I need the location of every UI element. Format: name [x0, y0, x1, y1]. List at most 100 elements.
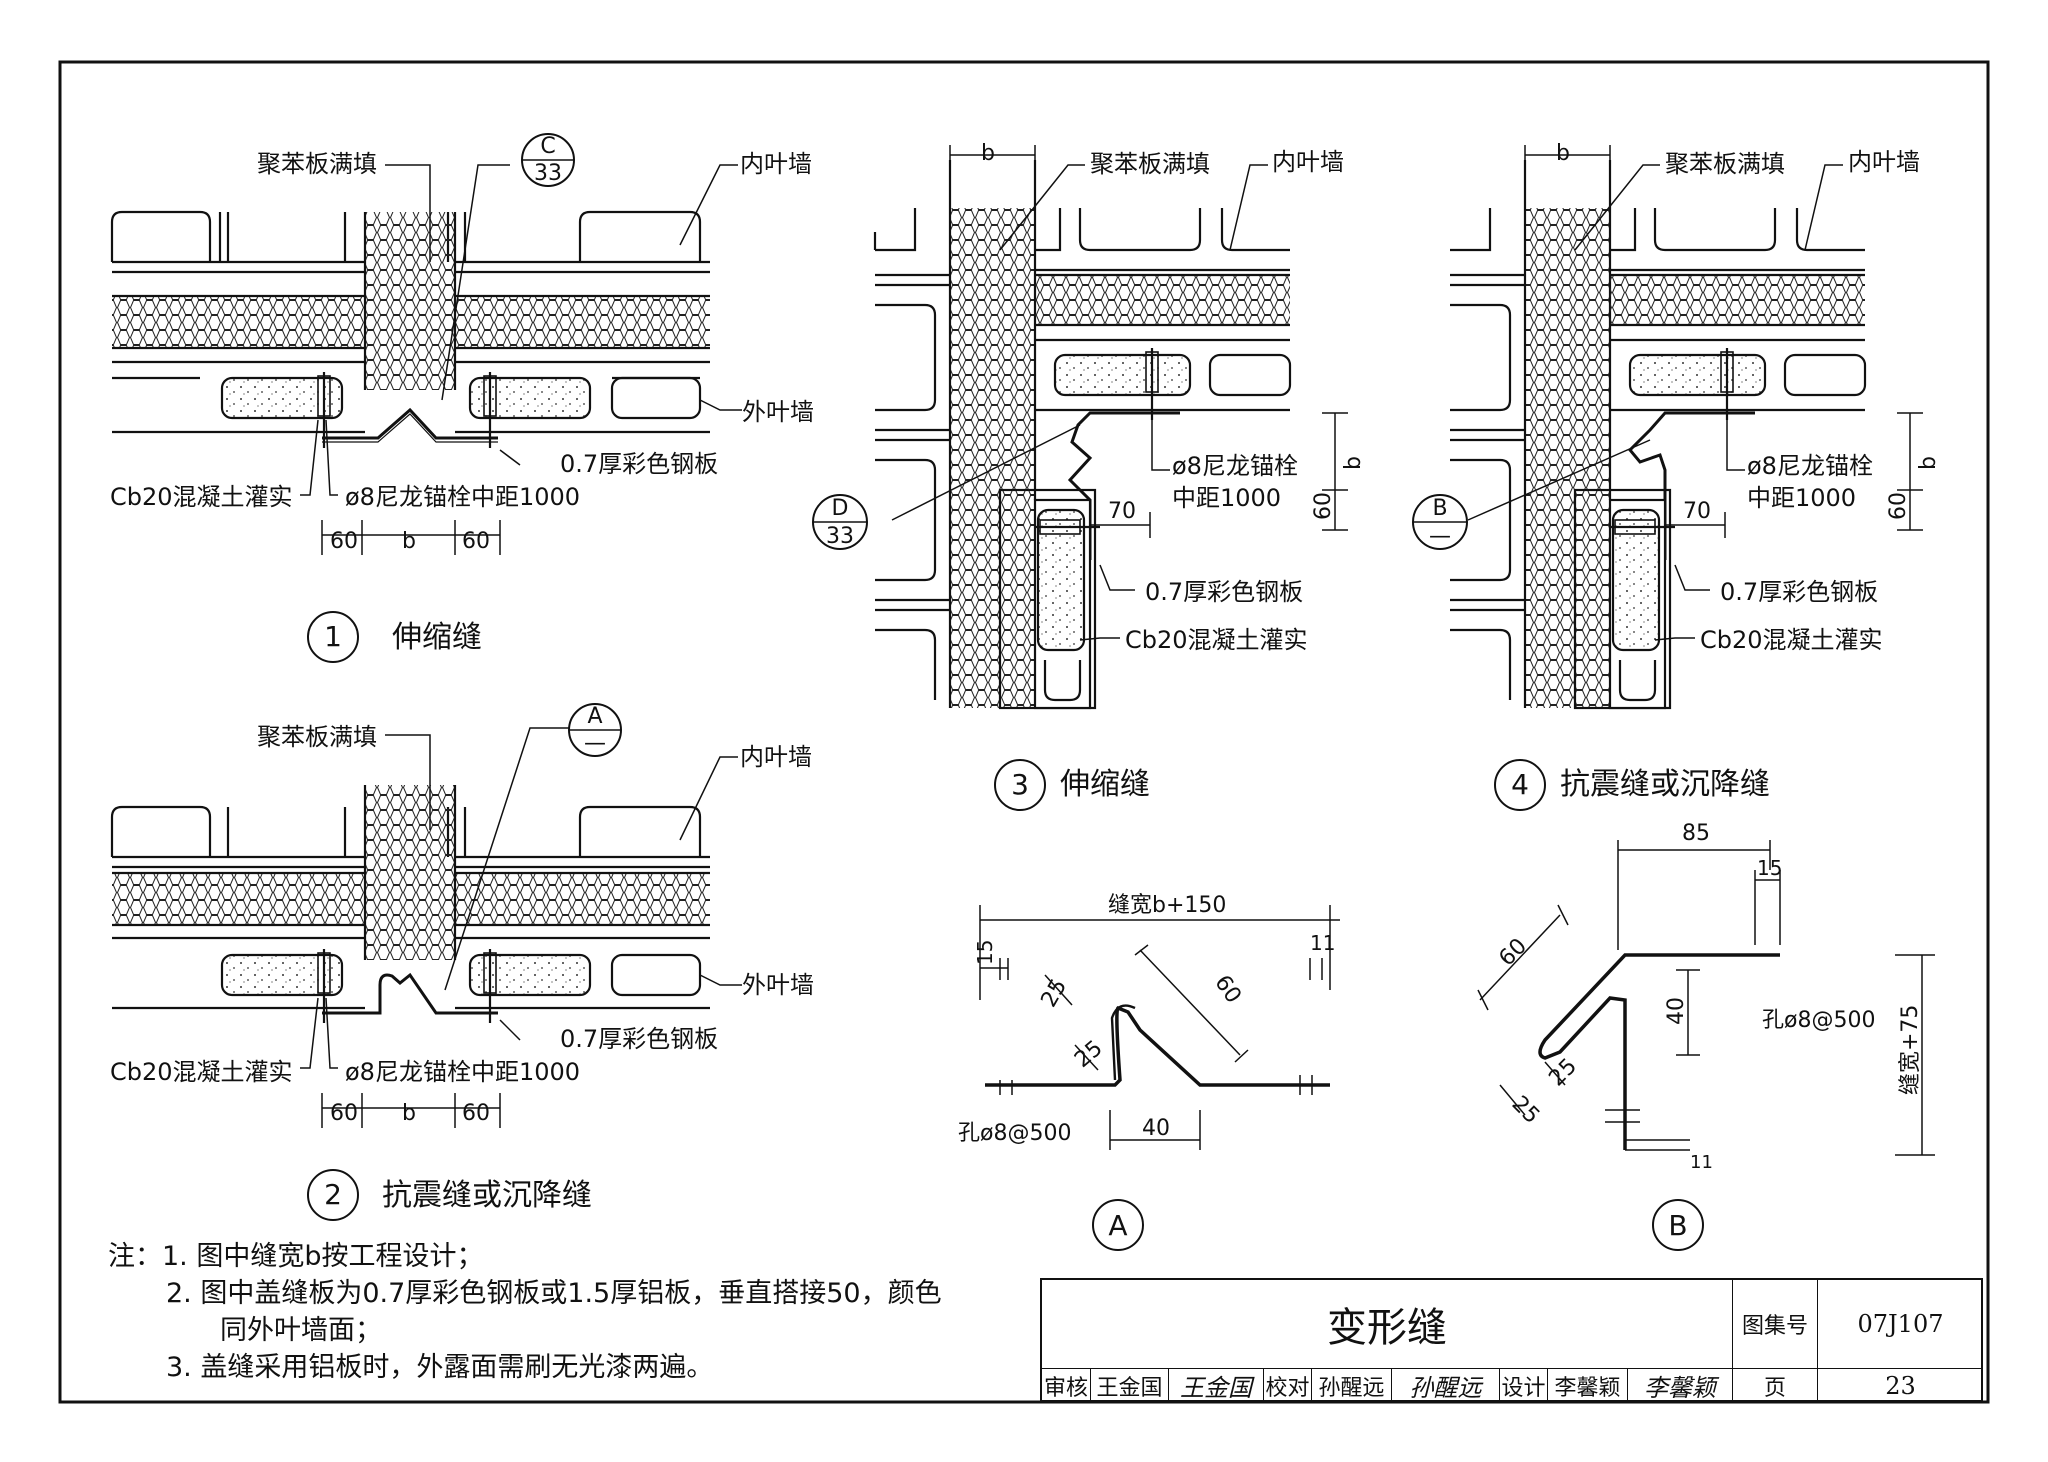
label-spacing-4: 中距1000: [1747, 484, 1856, 512]
profile-b-40: 40: [1664, 997, 1689, 1025]
profile-a-25-bottom: 25: [1070, 1036, 1108, 1073]
label-anchor-2: ø8尼龙锚栓中距1000: [345, 1058, 580, 1086]
detail-2-number: 2: [324, 1178, 342, 1211]
profile-a-label: A: [1108, 1209, 1127, 1242]
label-eps-3: 聚苯板满填: [1090, 150, 1210, 178]
label-concrete-1: Cb20混凝土灌实: [110, 483, 293, 511]
profile-b-height: 缝宽+75: [1898, 1005, 1923, 1095]
label-steel-2: 0.7厚彩色钢板: [560, 1025, 718, 1053]
label-steel-3: 0.7厚彩色钢板: [1145, 578, 1303, 606]
profile-a-15: 15: [973, 940, 997, 965]
ref-c-bottom: 33: [534, 161, 562, 186]
dim-70-4: 70: [1683, 499, 1711, 524]
detail-3-title: 伸缩缝: [1060, 767, 1150, 802]
dim-b-2: b: [402, 1101, 416, 1126]
detail-4-circle: [1494, 759, 1546, 811]
profile-b-25-top: 25: [1544, 1054, 1581, 1091]
dim-60-side-4: 60: [1886, 492, 1911, 520]
label-concrete-4: Cb20混凝土灌实: [1700, 626, 1883, 654]
note-2: 2. 图中盖缝板为0.7厚彩色钢板或1.5厚铝板，垂直搭接50，颜色: [166, 1278, 942, 1309]
dim-60-left-2: 60: [330, 1101, 358, 1126]
detail-1-number: 1: [324, 620, 342, 653]
ref-b-top: B: [1432, 496, 1447, 521]
ref-b-bottom: —: [1429, 524, 1451, 549]
review-label: 审核: [1042, 1368, 1090, 1402]
notes: 注：1. 图中缝宽b按工程设计； 2. 图中盖缝板为0.7厚彩色钢板或1.5厚铝…: [108, 1238, 942, 1386]
detail-2-drawing: [110, 703, 742, 1128]
profile-a-drawing: [979, 905, 1340, 1150]
dim-60-side-3: 60: [1311, 492, 1336, 520]
design-label: 设计: [1499, 1368, 1547, 1402]
label-anchor-4: ø8尼龙锚栓: [1747, 452, 1873, 480]
label-spacing-3: 中距1000: [1172, 484, 1281, 512]
note-1: 注：1. 图中缝宽b按工程设计；: [108, 1241, 484, 1272]
label-steel-1: 0.7厚彩色钢板: [560, 450, 718, 478]
label-eps-2: 聚苯板满填: [257, 723, 377, 751]
profile-a-40: 40: [1142, 1116, 1170, 1141]
note-2-cont: 同外叶墙面；: [220, 1315, 382, 1346]
dim-60-left-1: 60: [330, 529, 358, 554]
profile-a-width: 缝宽b+150: [1108, 893, 1226, 918]
sheet-frame: [58, 60, 1990, 1404]
title-block: 变形缝 图集号 07J107 审核 王金国 王金国 校对 孙醒远 孙醒远 设计 …: [1040, 1278, 1983, 1402]
detail-3-number: 3: [1011, 768, 1029, 801]
detail-3-drawing: [812, 145, 1348, 710]
detail-2-circle: [307, 1169, 359, 1221]
page-label: 页: [1732, 1368, 1817, 1402]
label-outer-wall-1: 外叶墙: [742, 398, 814, 426]
dim-b-1: b: [402, 529, 416, 554]
profile-a-25-top: 25: [1037, 975, 1073, 1012]
profile-b-drawing: [1477, 840, 1935, 1156]
check-label: 校对: [1263, 1368, 1311, 1402]
dim-b-3: b: [981, 141, 995, 166]
profile-b-hole: 孔ø8@500: [1762, 1008, 1875, 1033]
reviewer-name: 王金国: [1090, 1368, 1168, 1402]
profile-b-label: B: [1668, 1209, 1687, 1242]
profile-b-25-bottom: 25: [1507, 1091, 1544, 1128]
label-eps-1: 聚苯板满填: [257, 150, 377, 178]
designer-name: 李馨颖: [1547, 1368, 1627, 1402]
detail-1-title: 伸缩缝: [392, 620, 482, 655]
ref-c-top: C: [540, 134, 555, 159]
checker-name: 孙醒远: [1311, 1368, 1391, 1402]
dim-b-4: b: [1556, 141, 1570, 166]
label-inner-wall-1: 内叶墙: [740, 150, 812, 178]
designer-signature: 李馨颖: [1627, 1368, 1732, 1402]
atlas-label: 图集号: [1732, 1280, 1817, 1368]
profile-b-15: 15: [1757, 856, 1782, 880]
label-anchor-1: ø8尼龙锚栓中距1000: [345, 483, 580, 511]
detail-2-title: 抗震缝或沉降缝: [382, 1178, 592, 1213]
profile-b-85: 85: [1682, 821, 1710, 846]
detail-3-circle: [994, 759, 1046, 811]
detail-4-number: 4: [1511, 768, 1529, 801]
ref-d-bottom: 33: [826, 524, 854, 549]
drawing-title: 变形缝: [1327, 1305, 1447, 1351]
dim-60-right-1: 60: [462, 529, 490, 554]
dim-b-side-3: b: [1341, 456, 1366, 470]
detail-1-circle: [307, 611, 359, 663]
page-number: 23: [1817, 1368, 1983, 1402]
label-concrete-2: Cb20混凝土灌实: [110, 1058, 293, 1086]
detail-4-drawing: [1412, 145, 1923, 710]
profile-a-hole: 孔ø8@500: [958, 1121, 1071, 1146]
note-3: 3. 盖缝采用铝板时，外露面需刷无光漆两遍。: [166, 1352, 714, 1383]
label-inner-wall-3: 内叶墙: [1272, 148, 1344, 176]
label-inner-wall-2: 内叶墙: [740, 743, 812, 771]
dim-b-side-4: b: [1916, 456, 1941, 470]
label-anchor-3: ø8尼龙锚栓: [1172, 452, 1298, 480]
label-concrete-3: Cb20混凝土灌实: [1125, 626, 1308, 654]
reviewer-signature: 王金国: [1168, 1368, 1263, 1402]
label-outer-wall-2: 外叶墙: [742, 971, 814, 999]
atlas-number: 07J107: [1817, 1280, 1983, 1368]
profile-b-60: 60: [1494, 934, 1531, 971]
dim-60-right-2: 60: [462, 1101, 490, 1126]
detail-1-drawing: [110, 133, 742, 555]
profile-a-11: 11: [1310, 931, 1335, 955]
ref-a-top: A: [587, 704, 602, 729]
profile-b-11: 11: [1690, 1152, 1713, 1173]
label-eps-4: 聚苯板满填: [1665, 150, 1785, 178]
profile-a-60: 60: [1209, 971, 1246, 1008]
dim-70-3: 70: [1108, 499, 1136, 524]
ref-d-top: D: [832, 496, 849, 521]
